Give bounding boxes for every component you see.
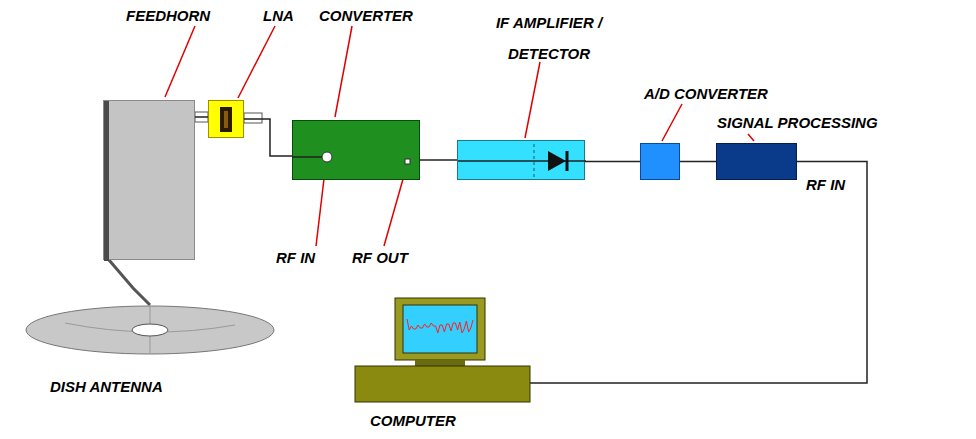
component-detail [209, 101, 245, 139]
leader-line [335, 26, 352, 117]
component-detail [104, 101, 196, 261]
component-label: CONVERTER [319, 7, 413, 25]
port-label: RF IN [806, 176, 845, 194]
component-label: SIGNAL PROCESSING [717, 114, 878, 132]
leader-line [662, 104, 682, 141]
feedhorn-box: FEEDHORN [103, 100, 195, 260]
component-label: FEEDHORN [126, 7, 210, 25]
component-label: A/D CONVERTER [644, 85, 768, 103]
leader-line [238, 26, 275, 98]
dish-antenna: DISH ANTENNA [25, 305, 275, 355]
component-detail [355, 298, 530, 402]
waveguide-stub [195, 112, 208, 122]
port-label: RF OUT [352, 249, 408, 267]
if-amplifier-box: IF AMPLIFIER / DETECTOR [457, 140, 585, 180]
signal-wire [109, 260, 150, 305]
signal-wire [244, 119, 292, 156]
component-detail [25, 305, 275, 355]
component-label: IF AMPLIFIER / DETECTOR [479, 7, 619, 69]
component-label: COMPUTER [370, 412, 456, 430]
signal-wire [420, 159, 457, 161]
component-label: DISH ANTENNA [50, 378, 163, 396]
connector-stub [244, 113, 262, 123]
component-detail [458, 141, 586, 181]
ad-converter-box: A/D CONVERTER [640, 143, 680, 180]
component-detail [293, 121, 421, 181]
signal-wire [195, 116, 208, 118]
leader-line [748, 134, 754, 141]
leader-line [525, 62, 540, 138]
signal-processing-box: SIGNAL PROCESSING [716, 143, 797, 180]
leader-line [165, 26, 195, 97]
signal-wire [680, 161, 716, 163]
signal-wire [530, 162, 867, 384]
port-label: RF IN [276, 249, 315, 267]
component-label: LNA [263, 7, 294, 25]
lna-box: LNA [208, 100, 244, 138]
computer: COMPUTER [355, 298, 530, 402]
signal-wire [585, 161, 640, 163]
converter-box: CONVERTER [292, 120, 420, 180]
